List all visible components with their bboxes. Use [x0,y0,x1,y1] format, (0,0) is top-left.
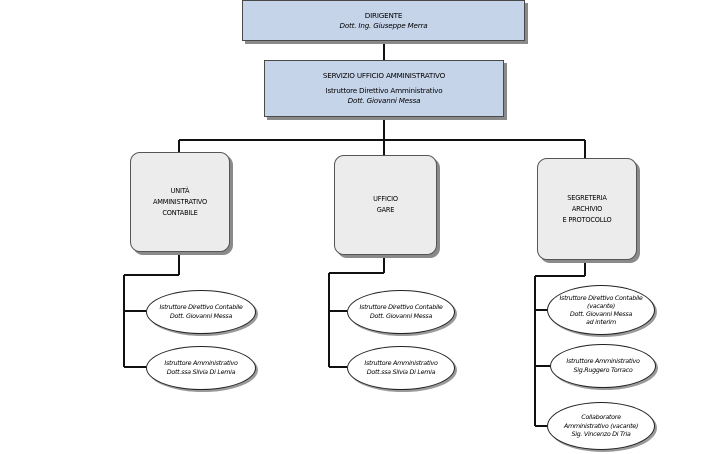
unit-box-ufficio-gare: UFFICIO GARE [334,155,437,255]
unit-label-line: E PROTOCOLLO [562,215,612,224]
staff-line: Amministrativo (vacante) [563,421,639,430]
staff-ellipse: Istruttore Direttivo Contabile Dott. Gio… [347,290,455,334]
servizio-name: Dott. Giovanni Messa [347,96,421,105]
staff-ellipse: Collaboratore Amministrativo (vacante) S… [547,402,655,450]
unit-box-amministrativo-contabile: UNITÀ AMMINISTRATIVO CONTABILE [130,152,230,252]
staff-line: Istruttore Direttivo Contabile [559,294,643,302]
staff-line: Istruttore Direttivo Contabile [359,303,443,311]
dirigente-title: DIRIGENTE [364,10,403,20]
unit-label-line: GARE [376,206,395,214]
staff-ellipse: Istruttore Direttivo Contabile Dott. Gio… [146,290,256,334]
staff-line: ad interim [586,318,616,326]
unit-box-segreteria: SEGRETERIA ARCHIVIO E PROTOCOLLO [537,158,637,260]
staff-line: Istruttore Amministrativo [364,359,438,367]
unit-label-line: CONTABILE [162,208,198,217]
dirigente-name: Dott. Ing. Giuseppe Merra [339,20,428,30]
staff-line: Dott. Giovanni Messa [369,312,433,320]
servizio-box: SERVIZIO UFFICIO AMMINISTRATIVO Istrutto… [264,60,504,117]
unit-label-line: UFFICIO [373,195,398,203]
servizio-title: SERVIZIO UFFICIO AMMINISTRATIVO [322,71,446,80]
unit-label-line: AMMINISTRATIVO [153,197,207,206]
unit-label-line: UNITÀ [170,186,190,195]
staff-line: Dott. Giovanni Messa [169,312,233,320]
unit-label-line: ARCHIVIO [571,204,603,213]
staff-ellipse: Istruttore Direttivo Contabile (vacante)… [547,285,655,335]
staff-line: Collaboratore [581,413,621,422]
staff-ellipse: Istruttore Amministrativo Dott.ssa Silvi… [347,346,455,390]
staff-line: Dott.ssa Silvia Di Lemia [166,368,236,376]
staff-line: Dott. Giovanni Messa [569,310,633,318]
staff-ellipse: Istruttore Amministrativo Sig.Ruggero To… [550,344,656,388]
staff-line: Sig.Ruggero Torraco [573,366,633,374]
servizio-role: Istruttore Direttivo Amministrativo [325,86,443,95]
staff-line: (vacante) [587,302,615,310]
unit-label-line: SEGRETERIA [567,193,607,202]
staff-line: Istruttore Amministrativo [566,357,640,365]
staff-line: Istruttore Amministrativo [164,359,238,367]
staff-line: Istruttore Direttivo Contabile [159,303,243,311]
staff-line: Dott.ssa Silvia Di Lemia [366,368,436,376]
dirigente-box: DIRIGENTE Dott. Ing. Giuseppe Merra [242,0,525,41]
staff-ellipse: Istruttore Amministrativo Dott.ssa Silvi… [146,346,256,390]
staff-line: Sig. Vincenzo Di Tria [571,430,631,439]
